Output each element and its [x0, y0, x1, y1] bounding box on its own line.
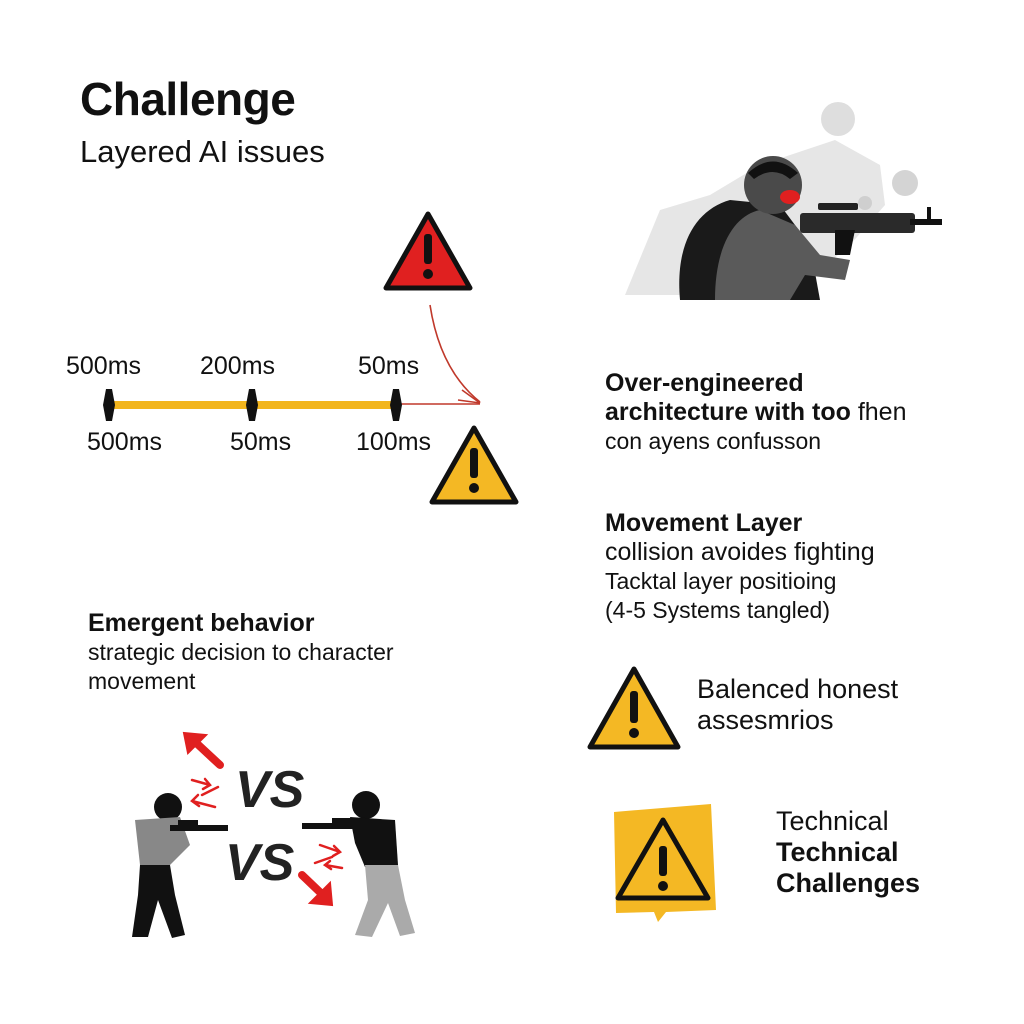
technical-challenges-block: Technical Technical Challenges	[776, 806, 920, 899]
timeline-node-2	[246, 389, 258, 421]
assessment-block: Balenced honest assesmrios	[697, 674, 898, 736]
yellow-warning-icon	[429, 425, 519, 505]
red-arrow-icons	[182, 731, 344, 907]
versus-illustration: VS VS	[132, 731, 415, 938]
left-soldier-icon	[132, 793, 228, 938]
movement-line-3: (4-5 Systems tangled)	[605, 597, 830, 623]
timeline-node-1	[103, 389, 115, 421]
page-subtitle: Layered AI issues	[80, 134, 325, 169]
timeline-bottom-label-1: 500ms	[87, 428, 163, 456]
page-title: Challenge	[80, 73, 296, 125]
overengineered-line-2: architecture with too fhen	[605, 398, 906, 427]
assessment-line-2: assesmrios	[697, 705, 834, 735]
movement-line-1: collision avoides fighting	[605, 538, 875, 566]
overengineered-line-3: con ayens confusson	[605, 428, 822, 454]
movement-heading: Movement Layer	[605, 509, 803, 537]
timeline-top-label-2: 200ms	[200, 352, 276, 380]
timeline-top-label-1: 500ms	[66, 352, 142, 380]
timeline-top-label-3: 50ms	[358, 352, 420, 380]
escalation-arrow-icon	[400, 304, 481, 405]
overengineered-heading: Over-engineered	[605, 369, 804, 397]
assessment-warning-icon	[587, 666, 681, 750]
emergent-line-2: movement	[88, 668, 196, 694]
emergent-behavior-block: Emergent behavior strategic decision to …	[88, 609, 394, 696]
overengineered-line-2-bold: architecture with too	[605, 398, 851, 426]
technical-line-1: Technical	[776, 806, 889, 836]
movement-line-2: Tacktal layer positioing	[605, 568, 837, 594]
timeline-node-3	[390, 389, 402, 421]
right-soldier-icon	[302, 791, 415, 937]
red-visor	[780, 190, 800, 204]
vs-label-bottom: VS	[225, 834, 295, 892]
technical-line-2: Technical	[776, 837, 899, 867]
technical-line-3: Challenges	[776, 868, 921, 898]
technical-challenges-badge-icon	[614, 804, 716, 922]
assessment-line-1: Balenced honest	[697, 674, 899, 704]
vs-label-top: VS	[235, 761, 305, 819]
timeline-bottom-label-3: 100ms	[356, 428, 432, 456]
overengineered-block: Over-engineered architecture with too fh…	[605, 369, 906, 456]
emergent-heading: Emergent behavior	[88, 609, 315, 637]
movement-layer-block: Movement Layer collision avoides fightin…	[605, 509, 875, 625]
armored-soldier-illustration	[625, 102, 942, 300]
emergent-line-1: strategic decision to character	[88, 639, 394, 665]
soldier-body	[715, 210, 850, 300]
red-warning-icon	[383, 211, 473, 291]
rifle-icon	[800, 213, 915, 233]
overengineered-line-2-rest: fhen	[850, 398, 907, 426]
timeline-bottom-label-2: 50ms	[230, 428, 292, 456]
